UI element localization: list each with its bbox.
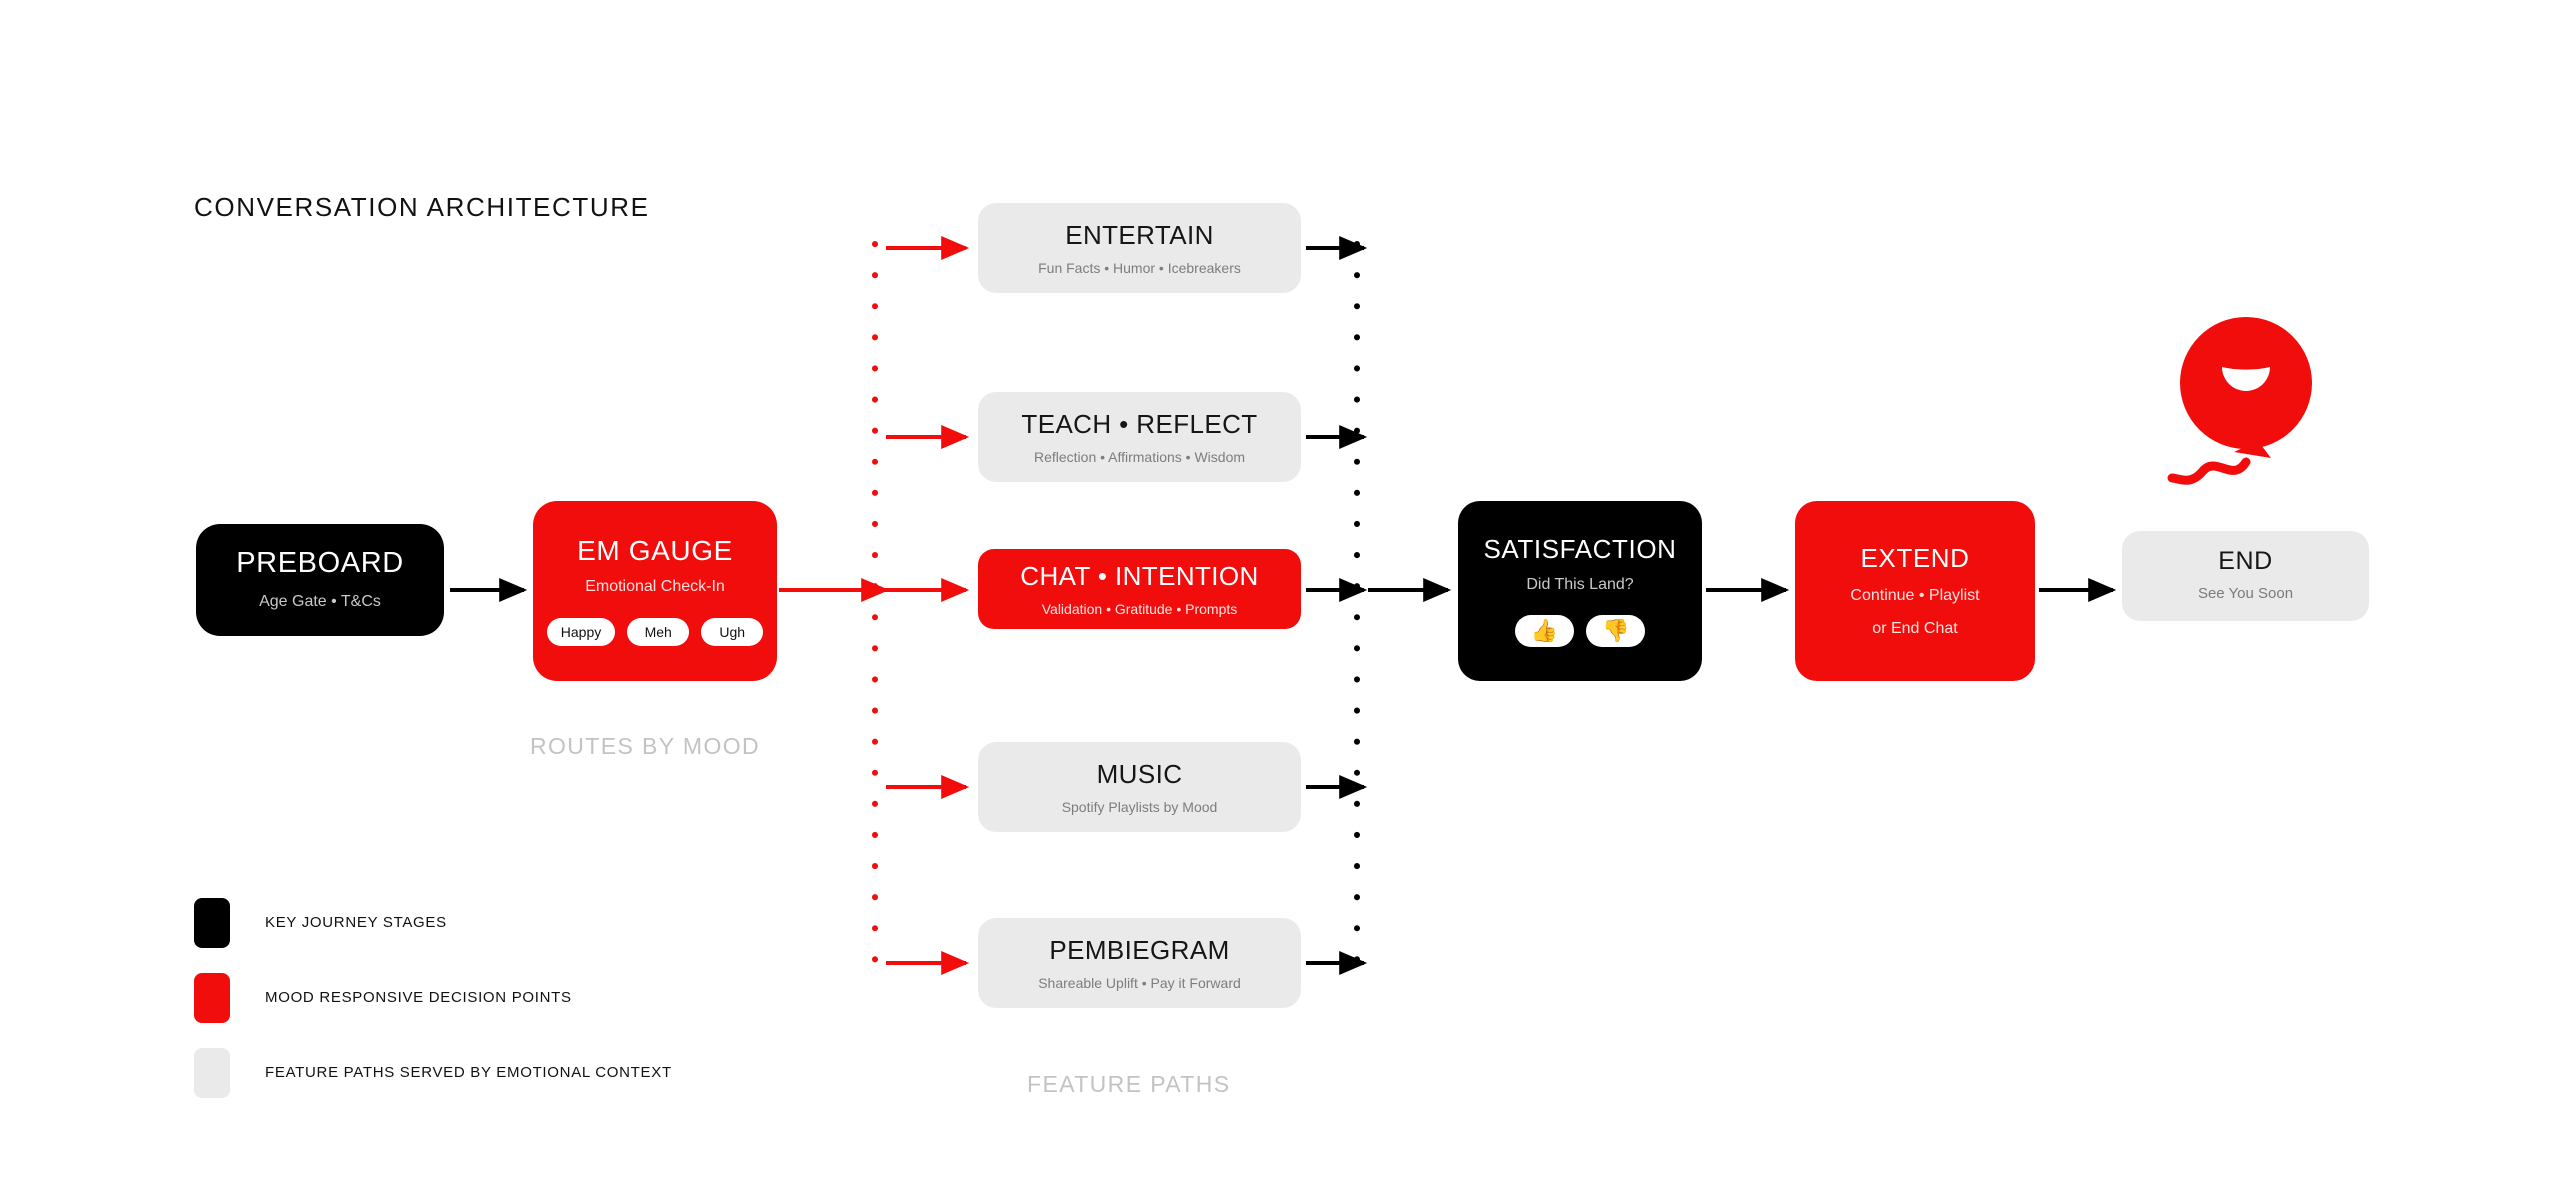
legend-label-feature-paths: FEATURE PATHS SERVED BY EMOTIONAL CONTEX… [265, 1064, 672, 1081]
card-music[interactable]: MUSIC Spotify Playlists by Mood [978, 742, 1301, 832]
legend-swatch-grey [194, 1047, 230, 1098]
card-pembiegram-subtitle: Shareable Uplift • Pay it Forward [1038, 975, 1241, 991]
node-extend[interactable]: EXTEND Continue • Playlist or End Chat [1795, 501, 2035, 681]
legend-item-mood-decision-points: MOOD RESPONSIVE DECISION POINTS [194, 960, 672, 1035]
node-extend-subtitle-2: or End Chat [1872, 619, 1958, 637]
node-em-gauge-subtitle: Emotional Check-In [585, 578, 725, 596]
node-end-title: END [2218, 546, 2273, 575]
card-chat-intention[interactable]: CHAT • INTENTION Validation • Gratitude … [978, 549, 1301, 629]
node-preboard-title: PREBOARD [236, 546, 404, 579]
mood-option-happy[interactable]: Happy [546, 617, 616, 646]
mood-option-group: Happy Meh Ugh [546, 617, 764, 646]
card-teach-reflect-subtitle: Reflection • Affirmations • Wisdom [1033, 449, 1246, 465]
node-preboard-subtitle: Age Gate • T&Cs [259, 592, 381, 610]
legend-swatch-red [194, 972, 230, 1023]
node-satisfaction-title: SATISFACTION [1483, 533, 1677, 564]
caption-routes-by-mood: ROUTES BY MOOD [530, 733, 761, 759]
legend-item-feature-paths: FEATURE PATHS SERVED BY EMOTIONAL CONTEX… [194, 1035, 672, 1110]
card-chat-intention-subtitle: Validation • Gratitude • Prompts [1041, 601, 1238, 617]
card-chat-intention-title: CHAT • INTENTION [1020, 561, 1259, 591]
card-pembiegram-title: PEMBIEGRAM [1049, 935, 1230, 965]
node-em-gauge-title: EM GAUGE [577, 535, 733, 567]
card-entertain-subtitle: Fun Facts • Humor • Icebreakers [1038, 260, 1241, 276]
balloon-icon [2167, 317, 2312, 485]
card-teach-reflect[interactable]: TEACH • REFLECT Reflection • Affirmation… [978, 392, 1301, 482]
mood-option-ugh[interactable]: Ugh [701, 617, 764, 646]
legend-label-mood-decision-points: MOOD RESPONSIVE DECISION POINTS [265, 989, 572, 1006]
node-satisfaction[interactable]: SATISFACTION Did This Land? 👍 👎 [1458, 501, 1702, 681]
caption-feature-paths: FEATURE PATHS [1027, 1071, 1231, 1097]
legend-item-key-journey-stages: KEY JOURNEY STAGES [194, 885, 672, 960]
mood-option-meh[interactable]: Meh [627, 617, 690, 646]
node-end[interactable]: END See You Soon [2122, 531, 2369, 621]
node-extend-subtitle: Continue • Playlist [1850, 587, 1980, 604]
card-entertain[interactable]: ENTERTAIN Fun Facts • Humor • Icebreaker… [978, 203, 1301, 293]
card-entertain-title: ENTERTAIN [1065, 220, 1214, 250]
card-music-subtitle: Spotify Playlists by Mood [1061, 799, 1218, 815]
legend: KEY JOURNEY STAGES MOOD RESPONSIVE DECIS… [194, 885, 672, 1110]
thumbs-up-icon[interactable]: 👍 [1514, 615, 1574, 648]
legend-swatch-black [194, 897, 230, 948]
legend-label-key-journey-stages: KEY JOURNEY STAGES [265, 914, 447, 931]
node-preboard[interactable]: PREBOARD Age Gate • T&Cs [196, 524, 444, 636]
card-teach-reflect-title: TEACH • REFLECT [1021, 409, 1258, 439]
satisfaction-reaction-group: 👍 👎 [1514, 615, 1646, 648]
node-extend-title: EXTEND [1860, 543, 1970, 574]
node-em-gauge[interactable]: EM GAUGE Emotional Check-In Happy Meh Ug… [533, 501, 777, 681]
page-title: CONVERSATION ARCHITECTURE [194, 192, 650, 222]
thumbs-down-icon[interactable]: 👎 [1586, 615, 1646, 648]
card-music-title: MUSIC [1096, 759, 1183, 789]
node-end-subtitle: See You Soon [2197, 585, 2294, 603]
card-pembiegram[interactable]: PEMBIEGRAM Shareable Uplift • Pay it For… [978, 918, 1301, 1008]
node-satisfaction-subtitle: Did This Land? [1526, 575, 1634, 593]
